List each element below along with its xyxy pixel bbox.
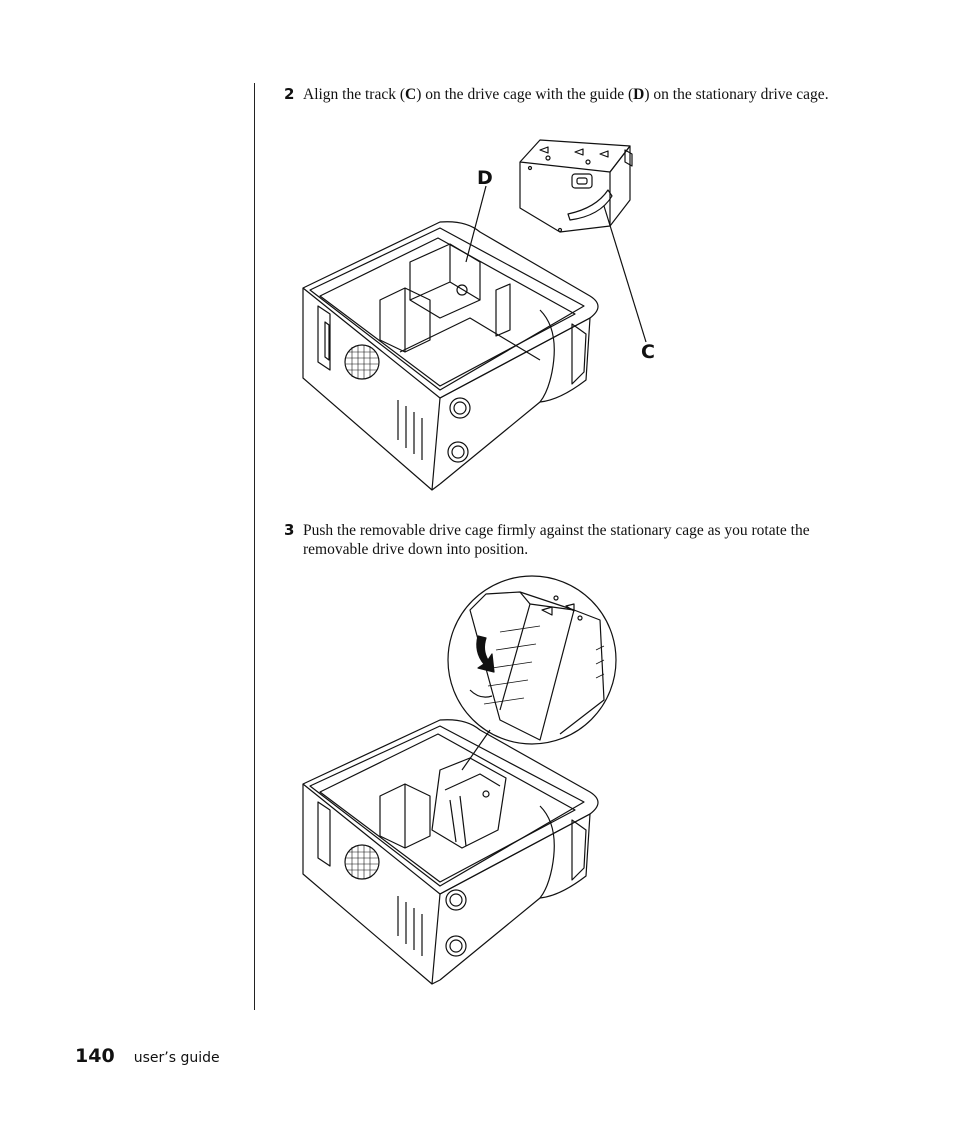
step-number: 3 [284, 521, 295, 539]
document-title: user’s guide [133, 1050, 220, 1066]
callout-label-d: D [477, 167, 493, 189]
magnified-detail-circle [447, 575, 617, 745]
computer-case-drawing [302, 221, 599, 491]
margin-rule [254, 83, 255, 1010]
page-footer: 140 user’s guide [75, 1045, 220, 1067]
magnifier-leader-line [461, 729, 491, 771]
step-2: 2 Align the track (C) on the drive cage … [284, 85, 854, 104]
drive-cage-detail-drawing [519, 139, 633, 233]
step-number: 2 [284, 85, 295, 103]
step-text: Push the removable drive cage firmly aga… [303, 522, 810, 558]
page-number: 140 [75, 1045, 115, 1067]
figure-2-illustration [302, 575, 617, 985]
callout-label-c: C [641, 341, 655, 363]
step-text: Align the track (C) on the drive cage wi… [303, 86, 829, 103]
step-3: 3 Push the removable drive cage firmly a… [284, 521, 854, 559]
callout-line-c [603, 205, 647, 343]
computer-case-drawing [302, 719, 599, 985]
callout-line-d [465, 185, 487, 263]
figure-1-illustration [302, 139, 647, 491]
